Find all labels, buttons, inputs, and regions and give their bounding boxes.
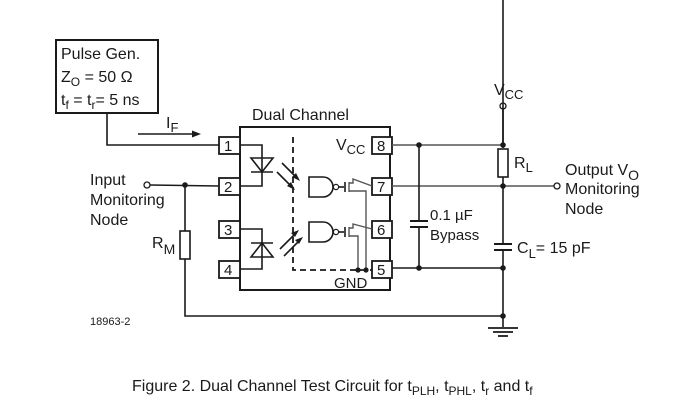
junction-bypass-bottom: [416, 265, 422, 271]
pin-7-label: 7: [377, 179, 385, 196]
pin-2-label: 2: [224, 179, 232, 196]
junction-cl-bottom: [500, 265, 506, 271]
figure-id: 18963-2: [90, 316, 130, 328]
pin-1-label: 1: [224, 138, 232, 155]
pin-4-label: 4: [224, 262, 232, 279]
nand-gate-2: [308, 221, 373, 270]
wire-ground-return: [184, 259, 503, 317]
nand-gate-1: [308, 176, 373, 270]
bypass-label: 0.1 µF Bypass: [430, 207, 479, 244]
junction-gnd-1: [355, 267, 361, 273]
pin-5-label: 5: [377, 262, 385, 279]
cl-label: CL= 15 pF: [517, 240, 591, 261]
ic-package: [239, 126, 391, 291]
ic-title: Dual Channel: [252, 107, 349, 124]
ic-vcc-label: VCC: [336, 137, 365, 157]
output-monitoring-terminal: [553, 182, 561, 190]
supply-vcc-label: VCC: [494, 82, 523, 102]
output-node-label: Output VO Monitoring Node: [565, 162, 640, 218]
svg-text:Node: Node: [565, 201, 603, 218]
pin-6: [371, 220, 393, 239]
forward-current-arrow: [138, 130, 201, 138]
resistor-rl: [497, 148, 509, 178]
svg-text:Monitoring: Monitoring: [90, 192, 165, 209]
pin-3-label: 3: [224, 222, 232, 239]
svg-text:Input: Input: [90, 172, 126, 189]
left-pins: 1 2 3 4: [218, 136, 241, 279]
input-node-label: Input Monitoring Node: [90, 172, 165, 229]
ic-gnd-label: GND: [334, 275, 368, 292]
light-arrows-channel-2: [279, 230, 303, 257]
pulse-generator: Pulse Gen. ZO = 50 Ω tf = tr= 5 ns: [55, 39, 159, 114]
rm-label: RM: [152, 235, 175, 257]
rl-label: RL: [514, 155, 533, 175]
figure-caption: Figure 2. Dual Channel Test Circuit for …: [132, 378, 533, 398]
svg-text:Output VO: Output VO: [565, 162, 639, 183]
led-channel-2: [240, 228, 275, 270]
resistor-rm: [179, 230, 191, 260]
ground-icon: [488, 327, 518, 337]
junction-ground: [500, 313, 506, 319]
pin-6-label: 6: [377, 222, 385, 239]
svg-text:Monitoring: Monitoring: [565, 181, 640, 198]
pulse-gen-title: Pulse Gen.: [61, 46, 140, 63]
pin-8-label: 8: [377, 138, 385, 155]
pulse-gen-impedance: ZO = 50 Ω: [61, 69, 133, 89]
led-channel-1: [240, 144, 275, 187]
wire-pulse-to-pin1: [106, 113, 219, 146]
forward-current-label: IF: [166, 115, 178, 135]
svg-text:0.1 µF: 0.1 µF: [430, 207, 473, 224]
svg-text:Node: Node: [90, 212, 128, 229]
pulse-generator-box: [55, 39, 159, 114]
internal-shield-line: [292, 137, 372, 271]
right-pins: 8 7 6 5: [371, 136, 393, 279]
capacitor-cl: [494, 243, 512, 251]
pulse-gen-timing: tf = tr= 5 ns: [61, 92, 140, 112]
input-monitoring-terminal: [143, 181, 151, 189]
svg-text:Bypass: Bypass: [430, 227, 479, 244]
junction-gnd-2: [363, 267, 369, 273]
capacitor-bypass: [410, 220, 428, 228]
